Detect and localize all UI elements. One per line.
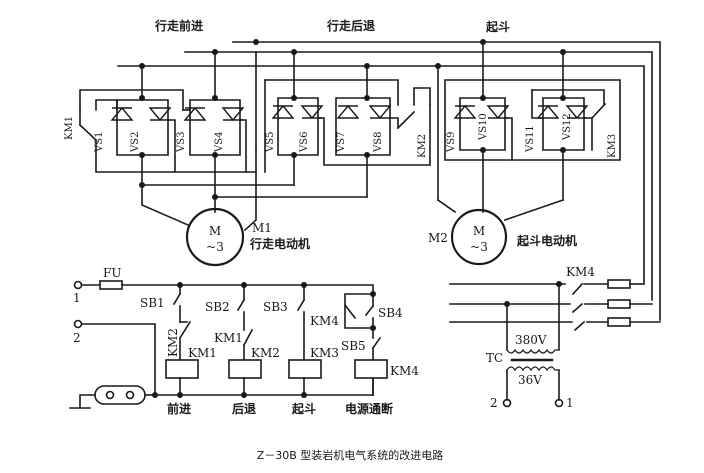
label-forward: 行走前进 [154, 18, 203, 33]
motor-m2-name: 起斗电动机 [516, 233, 577, 248]
button-sb5[interactable]: SB5 [341, 339, 366, 353]
label-vs3: VS3 [176, 132, 187, 153]
label-km2-main: KM2 [417, 134, 428, 158]
label-tc: TC [486, 351, 503, 365]
transformer-tc [502, 283, 564, 408]
label-vs8: VS8 [373, 132, 384, 153]
label-vs1: VS1 [94, 132, 105, 153]
label-reverse: 行走后退 [326, 18, 375, 33]
motor-m2: M ~3 [450, 208, 508, 266]
label-km4-hold: KM4 [310, 314, 339, 328]
branch-label-bucket: 起斗 [291, 401, 316, 416]
label-km4-switch: KM4 [566, 265, 595, 279]
motor-m1-symbol: M [209, 224, 221, 238]
motor-m1-id: M1 [252, 221, 272, 235]
coil-km1-label: KM1 [188, 346, 217, 360]
label-vs5: VS5 [265, 132, 276, 153]
label-km2-interlock: KM2 [166, 328, 180, 357]
button-sb1[interactable]: SB1 [140, 296, 165, 310]
label-vs12: VS12 [562, 113, 573, 141]
motor-m2-phase: ~3 [470, 240, 488, 254]
label-vs2: VS2 [130, 132, 141, 153]
label-km3-main: KM3 [607, 134, 618, 158]
motor-m1-name: 行走电动机 [249, 236, 310, 251]
motor-m1-phase: ~3 [206, 240, 224, 254]
control-circuit [69, 280, 388, 409]
button-sb2[interactable]: SB2 [205, 300, 230, 314]
label-vs7: VS7 [336, 132, 347, 153]
label-bucket: 起斗 [485, 19, 510, 34]
motor-m1-wiring [139, 171, 368, 232]
label-vs11: VS11 [525, 125, 536, 153]
label-tc-out-2: 2 [490, 396, 498, 410]
label-km1-interlock: KM1 [214, 331, 243, 345]
label-vs6: VS6 [299, 132, 310, 153]
motor-m2-wiring [436, 198, 565, 222]
coil-km4-label: KM4 [390, 364, 419, 378]
label-fu: FU [103, 266, 121, 280]
label-380v: 380V [515, 333, 547, 347]
supply-switch [449, 279, 661, 332]
coil-km2-label: KM2 [251, 346, 280, 360]
branch-label-power: 电源通断 [345, 401, 393, 416]
motor-m1: M ~3 [185, 207, 245, 267]
label-vs9: VS9 [446, 132, 457, 153]
button-sb4[interactable]: SB4 [378, 306, 403, 320]
branch-label-forward: 前进 [167, 401, 191, 416]
button-sb3[interactable]: SB3 [263, 300, 288, 314]
figure-caption: Z－30B 型装岩机电气系统的改进电路 [257, 448, 444, 462]
thyristor-group-bucket [437, 41, 621, 211]
motor-m2-id: M2 [428, 231, 448, 245]
label-km1-main: KM1 [64, 116, 75, 140]
label-vs4: VS4 [214, 132, 225, 153]
coil-km3-label: KM3 [310, 346, 339, 360]
label-36v: 36V [518, 373, 542, 387]
label-terminal-2: 2 [73, 331, 81, 345]
branch-label-reverse: 后退 [232, 401, 256, 416]
label-vs10: VS10 [478, 113, 489, 141]
label-terminal-1: 1 [73, 291, 81, 305]
thyristor-group-reverse [264, 51, 431, 198]
motor-m2-symbol: M [473, 224, 485, 238]
thyristor-group-forward [78, 51, 257, 198]
label-tc-out-1: 1 [566, 396, 574, 410]
